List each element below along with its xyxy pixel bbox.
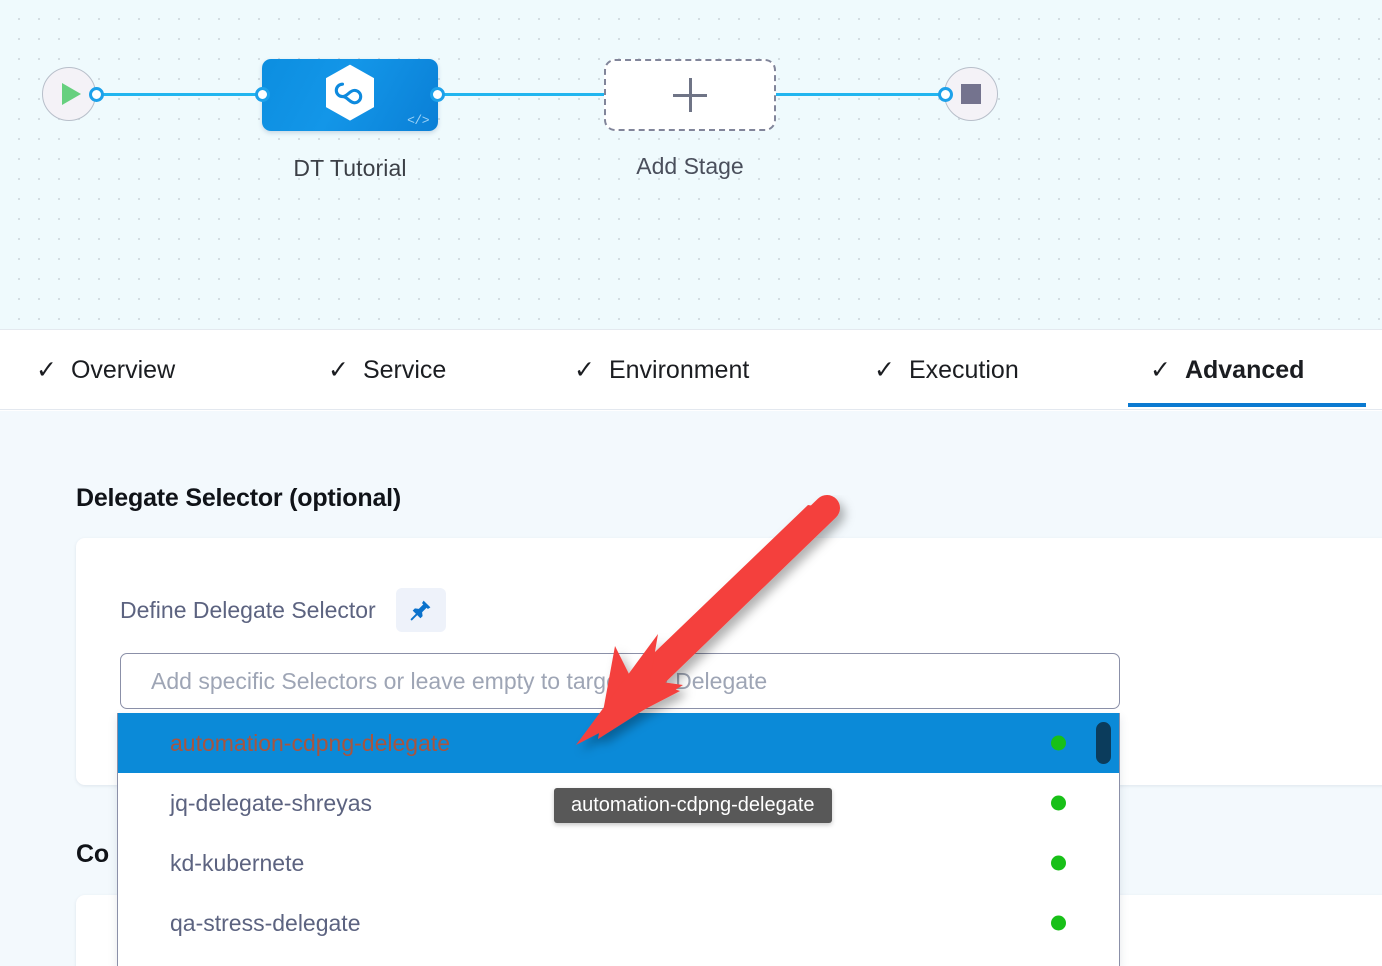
check-icon: ✓ bbox=[874, 355, 895, 384]
delegate-option-jq-delegate-shreyas[interactable]: jq-delegate-shreyas bbox=[118, 773, 1119, 833]
delegate-selector-heading: Delegate Selector (optional) bbox=[76, 484, 402, 512]
start-node-port[interactable] bbox=[89, 87, 104, 102]
stage-tab-bar: ✓ Overview ✓ Service ✓ Environment ✓ Exe… bbox=[0, 330, 1382, 410]
check-icon: ✓ bbox=[574, 355, 595, 384]
delegate-option-qa-stress-delegate[interactable]: qa-stress-delegate bbox=[118, 893, 1119, 953]
canvas-divider bbox=[0, 329, 1382, 330]
tab-service[interactable]: ✓ Service bbox=[328, 330, 446, 410]
pushpin-glyph bbox=[410, 600, 431, 621]
stop-icon bbox=[961, 84, 981, 104]
delegate-status-dot bbox=[1051, 915, 1066, 931]
stage-node-label: DT Tutorial bbox=[293, 155, 407, 181]
delegate-selector-dropdown[interactable]: automation-cdpng-delegate jq-delegate-sh… bbox=[117, 713, 1120, 966]
check-icon: ✓ bbox=[328, 355, 349, 384]
delegate-selector-placeholder: Add specific Selectors or leave empty to… bbox=[151, 667, 768, 694]
tab-label: Execution bbox=[908, 355, 1019, 384]
check-icon: ✓ bbox=[1150, 355, 1171, 384]
define-delegate-selector-row: Define Delegate Selector bbox=[120, 588, 446, 632]
delegate-selector-input[interactable]: Add specific Selectors or leave empty to… bbox=[120, 653, 1120, 709]
delegate-option-kd-kubernete[interactable]: kd-kubernete bbox=[118, 833, 1119, 893]
delegate-status-dot bbox=[1051, 735, 1066, 751]
delegate-status-dot bbox=[1051, 855, 1066, 871]
end-node-port[interactable] bbox=[938, 87, 953, 102]
delegate-option-label: kd-kubernete bbox=[170, 849, 305, 876]
tab-advanced[interactable]: ✓ Advanced bbox=[1150, 330, 1304, 410]
dropdown-scrollbar-thumb[interactable] bbox=[1096, 722, 1111, 764]
conditional-execution-heading: Co bbox=[76, 840, 109, 868]
define-delegate-selector-label: Define Delegate Selector bbox=[120, 596, 376, 623]
tab-environment[interactable]: ✓ Environment bbox=[574, 330, 749, 410]
play-icon bbox=[62, 83, 81, 105]
tab-label: Advanced bbox=[1184, 355, 1305, 384]
tab-execution[interactable]: ✓ Execution bbox=[874, 330, 1019, 410]
harness-hexagon-icon bbox=[326, 64, 374, 121]
tab-label: Environment bbox=[608, 355, 750, 384]
wire-stage-to-addstage bbox=[436, 93, 612, 96]
plus-icon-vertical bbox=[688, 78, 692, 112]
pipeline-canvas[interactable]: </> DT Tutorial Add Stage bbox=[0, 0, 1382, 330]
pipeline-end-node[interactable] bbox=[944, 67, 998, 121]
wire-addstage-to-end bbox=[770, 93, 950, 96]
delegate-status-dot bbox=[1051, 795, 1066, 811]
pushpin-icon[interactable] bbox=[395, 588, 446, 632]
delegate-option-label: jq-delegate-shreyas bbox=[170, 789, 373, 816]
tooltip-text: automation-cdpng-delegate bbox=[571, 794, 815, 816]
check-icon: ✓ bbox=[36, 355, 57, 384]
active-tab-indicator bbox=[1128, 403, 1366, 407]
add-stage-button[interactable] bbox=[604, 59, 776, 131]
tab-label: Overview bbox=[70, 355, 176, 384]
pipeline-start-node[interactable] bbox=[42, 67, 96, 121]
add-stage-label: Add Stage bbox=[636, 153, 744, 179]
delegate-option-automation-cdpng-delegate[interactable]: automation-cdpng-delegate bbox=[118, 713, 1119, 773]
stage-output-port[interactable] bbox=[430, 87, 445, 102]
wire-start-to-stage bbox=[96, 93, 272, 96]
delegate-option-label: automation-cdpng-delegate bbox=[170, 729, 451, 756]
delegate-option-label: qa-stress-delegate bbox=[170, 909, 361, 936]
stage-node-dt-tutorial[interactable]: </> bbox=[262, 59, 438, 131]
tab-label: Service bbox=[362, 355, 447, 384]
delegate-option-tooltip: automation-cdpng-delegate bbox=[554, 788, 832, 823]
tab-overview[interactable]: ✓ Overview bbox=[36, 330, 175, 410]
code-icon: </> bbox=[407, 113, 429, 128]
stage-input-port[interactable] bbox=[255, 87, 270, 102]
